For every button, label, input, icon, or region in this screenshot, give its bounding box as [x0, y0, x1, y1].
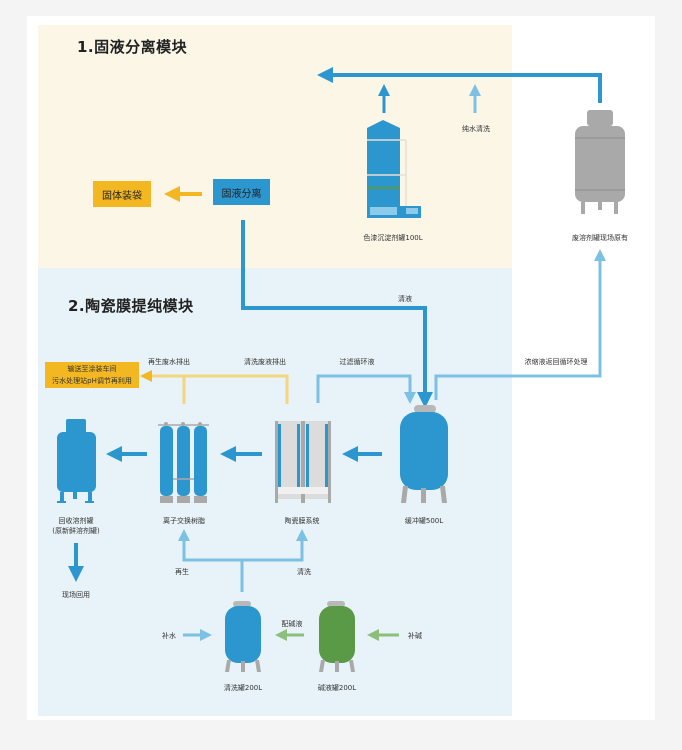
transfer-box-line2: 污水处理站pH调节再利用	[52, 377, 132, 385]
regen-waste-discharge-label: 再生废水排出	[148, 358, 190, 366]
make-up-alkali-label: 补碱	[408, 632, 422, 640]
onsite-reuse-label: 现场回用	[62, 591, 90, 599]
solid-liquid-separation-box: 固液分离	[213, 179, 270, 205]
wash-distribution-line	[178, 529, 308, 592]
transfer-box-line1: 输送至涂装车间	[67, 365, 117, 373]
regenerate-label: 再生	[175, 568, 189, 576]
make-up-water-label: 补水	[162, 632, 176, 640]
ceramic-membrane-label: 陶瓷膜系统	[284, 517, 320, 525]
wash-waste-discharge-label: 清洗废液排出	[244, 358, 286, 366]
wash-tank-label: 清洗罐200L	[223, 684, 263, 692]
waste-solvent-tank-icon	[575, 110, 625, 214]
ceramic-membrane-icon	[275, 421, 331, 503]
concentrate-return-line	[434, 249, 606, 400]
buffer-tank-icon	[400, 405, 448, 503]
buffer-tank-label: 缓冲罐500L	[404, 517, 444, 525]
pure-water-wash-label: 纯水清洗	[462, 125, 490, 133]
module1-title: 1.固液分离模块	[77, 38, 188, 56]
precipitant-tank-label: 色漆沉淀剂罐100L	[363, 234, 423, 242]
waste-solvent-tank-label: 废溶剂罐现场原有	[572, 234, 628, 242]
alkali-tank-icon	[319, 601, 355, 672]
recovery-tank-sublabel: (原新鲜溶剂罐)	[52, 527, 100, 535]
ion-exchange-label: 离子交换树脂	[163, 517, 205, 525]
solid-bagging-box: 固体装袋	[93, 181, 151, 207]
alkali-tank-label: 碱液罐200L	[317, 684, 357, 692]
clear-liquid-line	[241, 220, 433, 408]
concentrate-return-label: 浓缩液返回循环处理	[524, 358, 588, 366]
waste-discharge-line	[140, 370, 289, 404]
ion-exchange-icon	[158, 422, 209, 503]
wash-tank-icon	[225, 601, 261, 672]
alkali-prep-label: 配碱液	[281, 620, 303, 628]
filter-circulation-label: 过滤循环液	[339, 358, 375, 366]
recovery-tank-icon	[57, 419, 96, 503]
module2-title: 2.陶瓷膜提纯模块	[68, 297, 194, 315]
module1-zone	[38, 25, 512, 268]
wash-label: 清洗	[297, 568, 311, 576]
transfer-destination-box: 输送至涂装车间 污水处理站pH调节再利用	[45, 362, 139, 388]
filter-circulation-line	[316, 374, 416, 404]
precipitant-tank-icon	[367, 120, 421, 218]
top-return-line	[317, 67, 602, 103]
clear-liquid-label: 清液	[398, 295, 412, 303]
recovery-tank-label: 回收溶剂罐	[58, 517, 94, 525]
